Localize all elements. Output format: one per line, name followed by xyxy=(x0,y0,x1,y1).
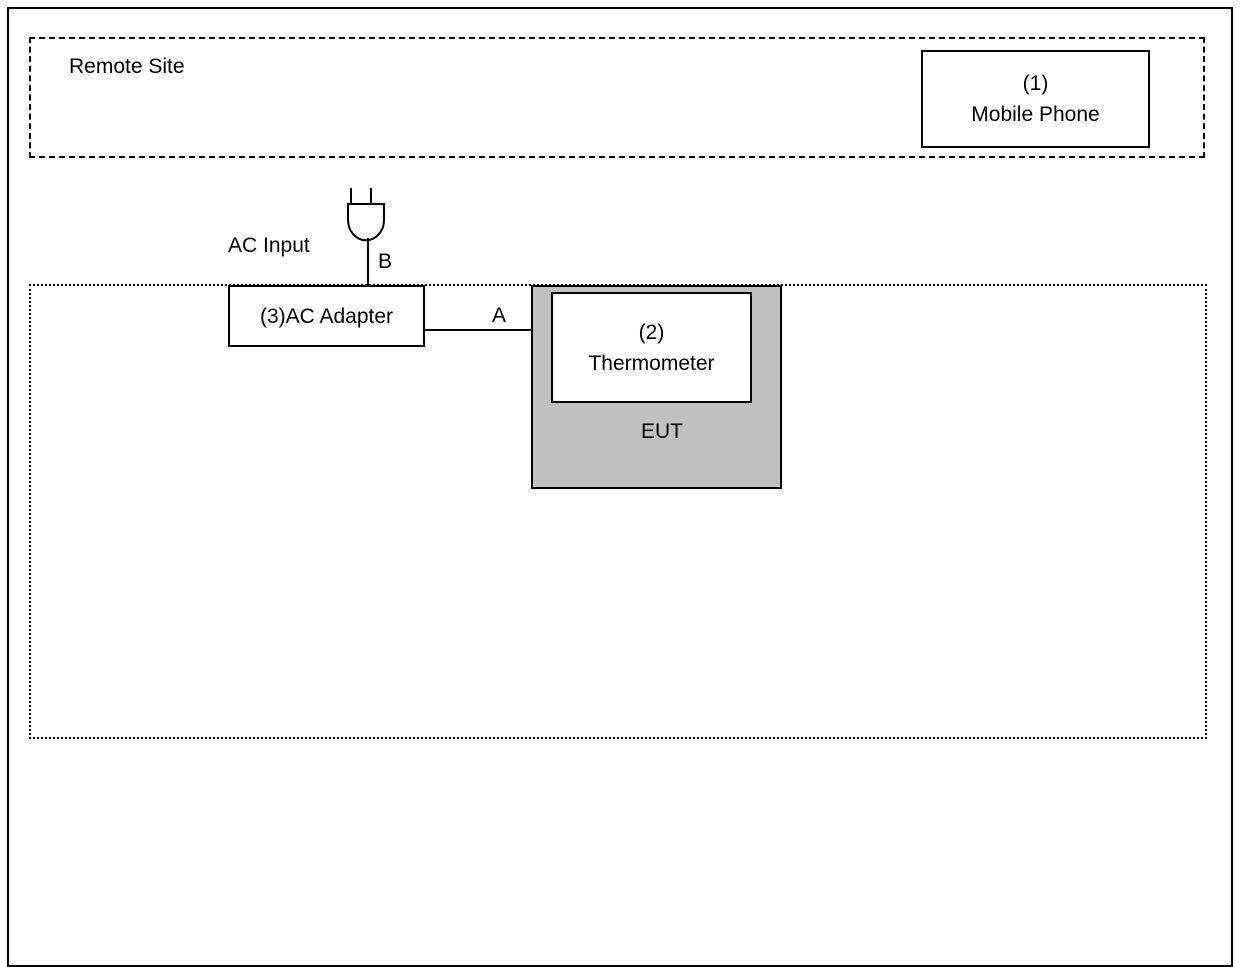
mobile-phone-box: (1) Mobile Phone xyxy=(921,50,1150,148)
cable-a-line xyxy=(425,329,532,331)
thermometer-name: Thermometer xyxy=(588,351,715,375)
ac-plug-icon xyxy=(347,188,385,286)
thermometer-box: (2) Thermometer xyxy=(551,292,752,403)
ac-adapter-box: (3)AC Adapter xyxy=(228,285,425,347)
remote-site-region xyxy=(29,37,1205,158)
ac-input-label: AC Input xyxy=(228,234,310,257)
thermometer-number: (2) xyxy=(638,320,665,344)
cable-b-label: B xyxy=(378,250,393,273)
ac-adapter-label: (3)AC Adapter xyxy=(259,304,394,328)
mobile-phone-number: (1) xyxy=(1022,72,1049,95)
cable-a-label: A xyxy=(492,304,507,327)
eut-label: EUT xyxy=(641,420,683,443)
mobile-phone-name: Mobile Phone xyxy=(971,103,1100,126)
remote-site-label: Remote Site xyxy=(69,55,185,78)
